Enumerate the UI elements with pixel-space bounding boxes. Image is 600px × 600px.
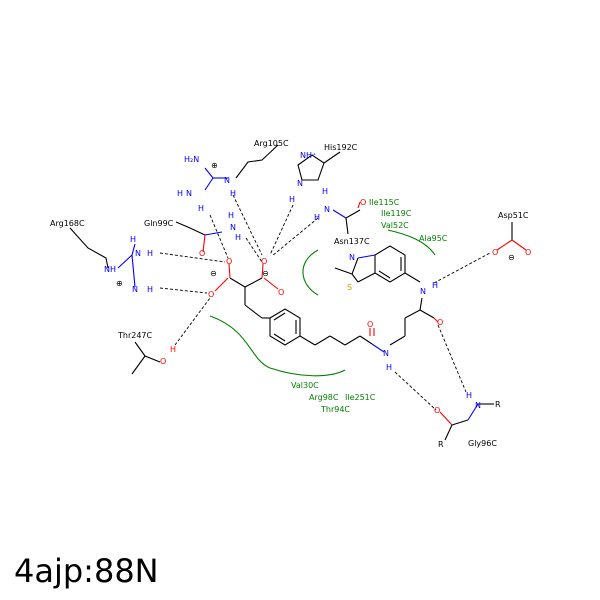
hydrogen-bonds	[159, 194, 491, 411]
atom-o-amide-b: O	[437, 318, 443, 327]
hbond-arg105-b	[232, 194, 263, 256]
pdb-ligand-caption: 4ajp:88N	[14, 552, 159, 590]
atom-nhplus-his192: NH⁺	[300, 151, 316, 160]
atom-h-asn137: H	[314, 213, 320, 222]
atom-h-thr247: H	[170, 345, 176, 354]
atom-h-arg168-a: H	[147, 249, 153, 258]
atom-n-gly96: N	[475, 401, 481, 410]
atom-h-arg105-b: H	[177, 189, 183, 198]
atom-o-carboxyl-a: O	[226, 257, 232, 266]
atom-h-gln99-b: H	[235, 233, 241, 242]
atom-r-gly96-b: R	[438, 440, 444, 449]
atom-o-gln99: O	[199, 249, 205, 258]
atom-o-asn137: O	[360, 198, 366, 207]
atom-o-asp51-a: O	[492, 248, 498, 257]
charge-minus-asp51: ⊖	[508, 253, 515, 262]
atom-s-thiazole: S	[347, 283, 352, 292]
hbond-asn137	[271, 217, 319, 257]
atom-o-carboxyl-c: O	[261, 257, 267, 266]
charge-plus-arg105: ⊕	[211, 161, 218, 170]
atom-o-amide-a: O	[367, 320, 373, 329]
atom-o-thr247: O	[160, 357, 166, 366]
atom-n-amide-a: N	[383, 349, 389, 358]
atom-labels: H₂N ⊕ N H H N H NH⁺ N H H N H O H N H O …	[104, 151, 531, 449]
atom-n-amide-b: N	[420, 287, 426, 296]
residue-asp51: Asp51C	[498, 211, 529, 220]
residue-labels: Arg105C His192C Arg168C Gln99C Asn137C A…	[50, 139, 529, 448]
hydrophobic-ile251: Ile251C	[345, 393, 376, 402]
hbond-asp51	[433, 252, 491, 284]
residue-gln99: Gln99C	[144, 219, 174, 228]
hydrophobic-arc-right	[387, 229, 436, 256]
hydrophobic-arg98: Arg98C	[309, 393, 339, 402]
hbond-gly96-o	[394, 371, 437, 411]
hydrophobic-val52: Val52C	[381, 221, 409, 230]
atom-n-his192: N	[297, 179, 303, 188]
atom-o-asp51-b: O	[525, 248, 531, 257]
atom-n-arg168-b: N	[132, 285, 138, 294]
hydrophobic-arcs	[209, 229, 436, 377]
hbond-gly96-n	[437, 324, 467, 393]
receptor-fragments	[69, 144, 527, 441]
residue-thr247: Thr247C	[117, 331, 153, 340]
atom-h-gln99-a: H	[228, 211, 234, 220]
atom-nh-arg168: NH	[104, 265, 116, 274]
hbond-thr247	[174, 297, 211, 346]
atom-h-amide-b: H	[432, 281, 438, 290]
hydrophobic-arc-bottom	[209, 315, 346, 377]
atom-h-arg105-a: H	[230, 189, 236, 198]
atom-h-arg168-top: H	[130, 235, 136, 244]
residue-arg168: Arg168C	[50, 219, 85, 228]
atom-n-arg105-b: N	[186, 189, 192, 198]
hydrophobic-arc-left	[302, 249, 319, 296]
atom-n-gln99: N	[230, 223, 236, 232]
atom-h-gly96: H	[466, 391, 472, 400]
charge-plus-arg168: ⊕	[116, 279, 123, 288]
hydrophobic-thr94: Thr94C	[320, 405, 350, 414]
hydrophobic-ile115: Ile115C	[369, 198, 400, 207]
residue-gly96: Gly96C	[468, 439, 497, 448]
atom-n-thiazole: N	[349, 253, 355, 262]
atom-o-carboxyl-b: O	[208, 290, 214, 299]
atom-n-arg168-a: N	[135, 249, 141, 258]
hydrophobic-labels: Ile115C Ile119C Val52C Ala95C Val30C Arg…	[291, 198, 448, 414]
hbond-arg168-a	[159, 252, 226, 263]
atom-h-his192-top: H	[322, 187, 328, 196]
residue-his192: His192C	[324, 143, 358, 152]
charge-minus-carboxyl-a: ⊖	[210, 269, 217, 278]
atom-h-amide-a: H	[386, 363, 392, 372]
hydrophobic-ile119: Ile119C	[381, 209, 412, 218]
atom-h-his192: H	[289, 195, 295, 204]
hbond-arg168-b	[159, 287, 208, 294]
hbond-arg105-a	[209, 214, 229, 259]
atom-r-gly96-a: R	[495, 400, 501, 409]
hbond-his192	[269, 204, 294, 256]
hydrophobic-ala95: Ala95C	[419, 234, 448, 243]
residue-asn137: Asn137C	[334, 237, 370, 246]
atom-h-arg168-b: H	[147, 285, 153, 294]
atom-n-asn137: N	[324, 205, 330, 214]
residue-arg105: Arg105C	[254, 139, 289, 148]
atom-h-arg105-c: H	[198, 204, 204, 213]
hydrophobic-val30: Val30C	[291, 381, 319, 390]
atom-o-carboxyl-d: O	[278, 288, 284, 297]
atom-h2n-arg105: H₂N	[184, 155, 199, 164]
charge-minus-carboxyl-c: ⊖	[262, 269, 269, 278]
ligand-skeleton	[214, 245, 439, 353]
atom-o-gly96: O	[434, 406, 440, 415]
atom-n-arg105: N	[224, 176, 230, 185]
